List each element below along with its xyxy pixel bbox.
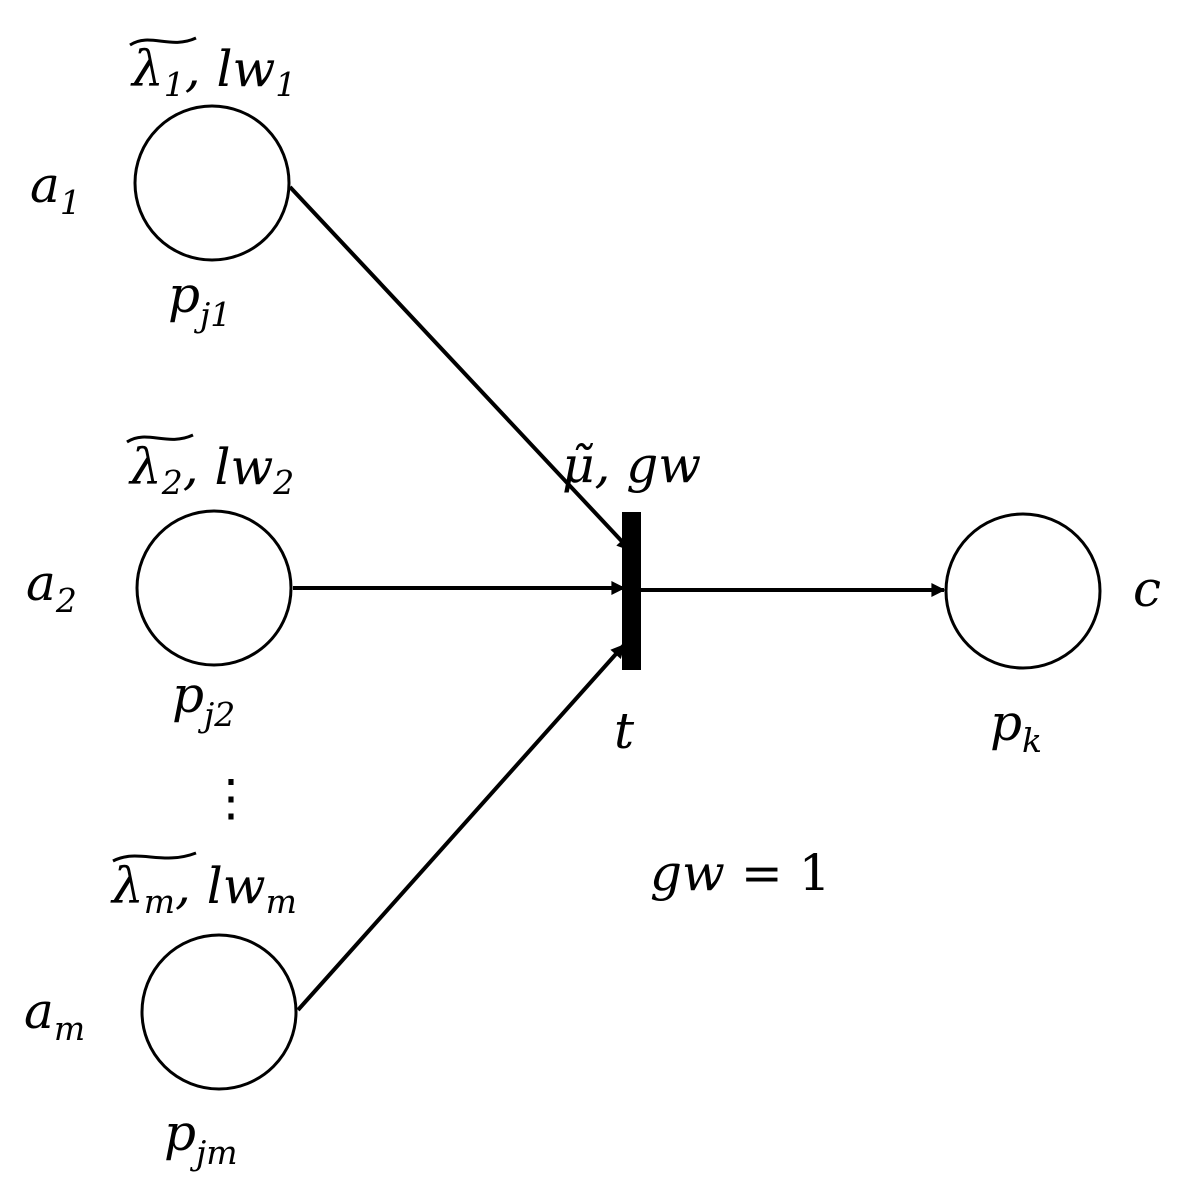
- transition-bar: [622, 512, 641, 670]
- weight-label-m: λm, lwm: [110, 857, 297, 921]
- var-label-a2: a2: [26, 554, 77, 620]
- tilde-lambda-2: [126, 433, 194, 444]
- place-pk: [944, 512, 1102, 670]
- gw-equation: gw=1: [650, 844, 831, 902]
- arc-pj1-to-t: [288, 185, 632, 552]
- var-label-am: am: [24, 982, 85, 1048]
- tilde-lambda-1: [129, 36, 197, 47]
- place-label-pjm: pjm: [164, 1104, 238, 1172]
- var-label-c: c: [1133, 560, 1161, 618]
- arc-pjm-to-t: [296, 643, 626, 1012]
- tilde-lambda-m: [112, 851, 197, 863]
- vertical-ellipsis: ⋮: [206, 769, 256, 827]
- transition-label-t: t: [614, 702, 635, 760]
- weight-label-1: λ1, lw1: [130, 40, 296, 104]
- place-pj2: [135, 509, 293, 667]
- place-pjm: [140, 933, 298, 1091]
- var-label-a1: a1: [30, 156, 81, 222]
- place-label-pj2: pj2: [172, 666, 235, 734]
- place-pj1: [133, 104, 291, 262]
- weight-label-2: λ2, lw2: [128, 438, 294, 502]
- transition-attr-label: μ̃, gw: [562, 436, 701, 494]
- place-label-pj1: pj1: [168, 266, 231, 334]
- place-label-pk: pk: [990, 694, 1042, 760]
